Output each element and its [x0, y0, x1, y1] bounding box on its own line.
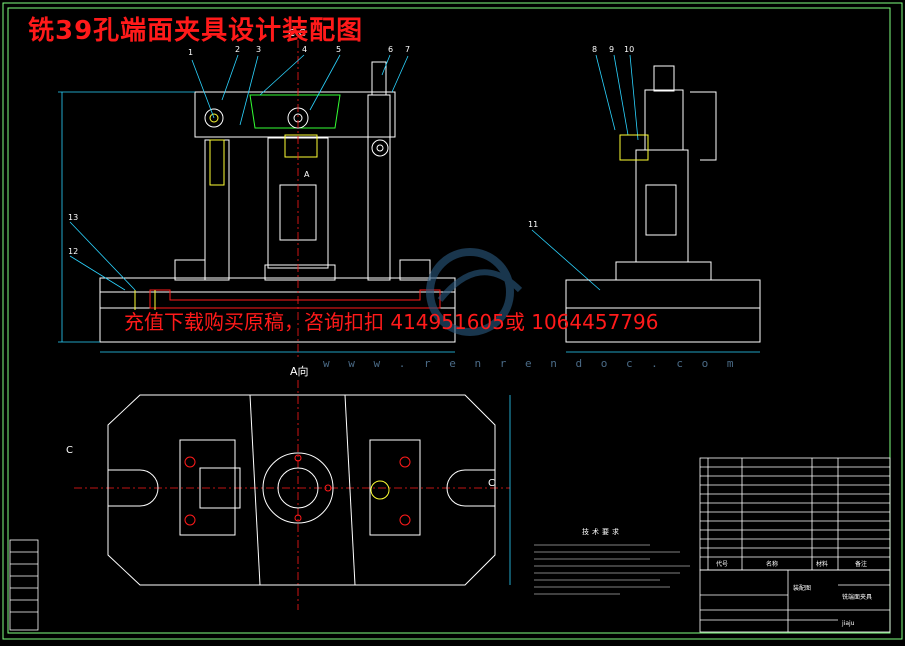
leader-numbers: 1 2 3 4 5 6 7 8 9 10 11 12 13: [68, 45, 634, 256]
leader-lines: [69, 54, 639, 291]
leader-12: 12: [68, 247, 78, 256]
dimension-lines: [58, 40, 760, 610]
leader-11: 11: [528, 220, 538, 229]
leader-2: 2: [235, 45, 240, 54]
side-view: [565, 65, 761, 343]
leader-6: 6: [388, 45, 393, 54]
side-revision-table: [9, 539, 39, 631]
cut-label-right: C: [488, 478, 495, 489]
header-note: 备注: [855, 560, 867, 568]
watermark-logo: [426, 248, 523, 336]
leader-13: 13: [68, 213, 78, 222]
leader-4: 4: [302, 45, 307, 54]
drawing-title: 铣39孔端面夹具设计装配图: [28, 16, 364, 46]
watermark-url: w w w . r e n r e n d o c . c o m: [323, 357, 740, 370]
plan-view: [107, 394, 496, 586]
header-material: 材料: [816, 560, 828, 568]
front-section-view: [99, 61, 456, 343]
part-name: 铣端面夹具: [842, 593, 872, 601]
parts-list-table: [699, 457, 891, 633]
promo-text: 充值下载购买原稿，咨询扣扣 414951605或 1064457796: [124, 310, 659, 334]
school-name: jiaju: [841, 620, 855, 627]
leader-1: 1: [188, 48, 193, 57]
header-code: 代号: [716, 560, 728, 568]
leader-7: 7: [405, 45, 410, 54]
arrow-label: A: [304, 170, 310, 179]
view-label: A向: [290, 365, 309, 378]
title-block-text: 代号 名称 材料 备注 装配图 铣端面夹具 jiaju: [716, 560, 872, 627]
leader-10: 10: [624, 45, 634, 54]
leader-5: 5: [336, 45, 341, 54]
tech-requirements-lines: [534, 544, 690, 595]
tech-requirements-title: 技术要求: [582, 528, 622, 536]
section-label: C-C: [288, 28, 306, 39]
cut-label-left: C: [66, 445, 73, 456]
drawing-name: 装配图: [793, 584, 811, 592]
inner-border: [7, 7, 891, 634]
leader-3: 3: [256, 45, 261, 54]
leader-9: 9: [609, 45, 614, 54]
header-name: 名称: [766, 560, 778, 568]
leader-8: 8: [592, 45, 597, 54]
